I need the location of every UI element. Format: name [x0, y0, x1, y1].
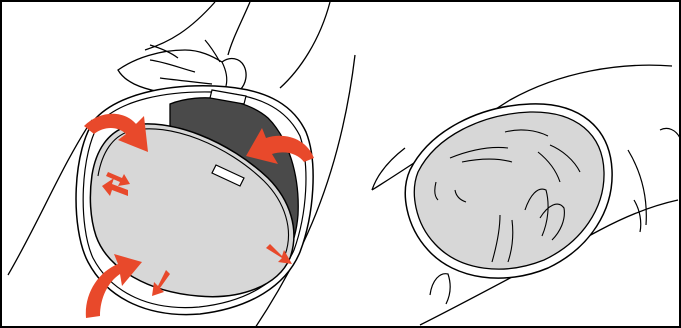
left-panel	[8, 2, 355, 328]
surface-line	[372, 148, 405, 190]
right-panel	[372, 65, 680, 325]
